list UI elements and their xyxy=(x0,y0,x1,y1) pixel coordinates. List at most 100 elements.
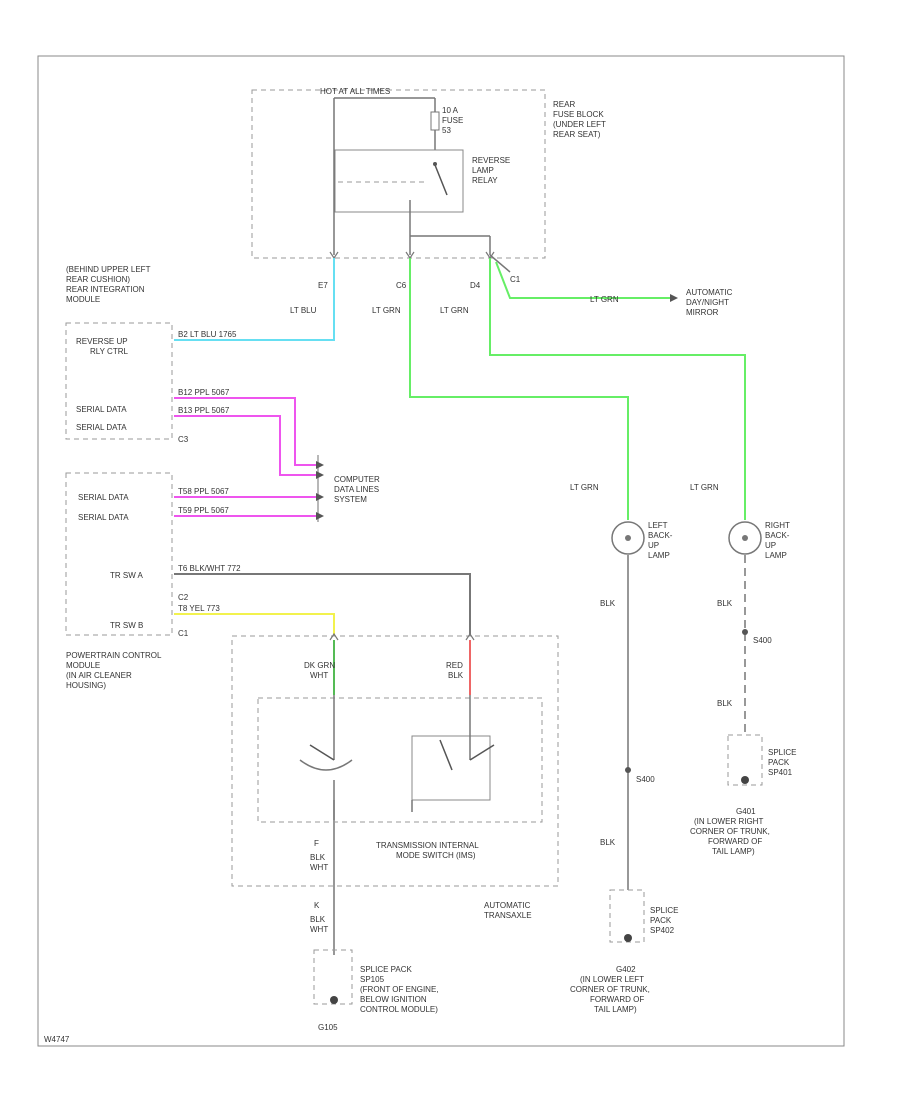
right-lamp-blk-2: BLK xyxy=(717,699,733,708)
pin-d4-label: D4 xyxy=(470,281,481,290)
rim-serial-data-1: SERIAL DATA xyxy=(76,405,127,414)
pin-dk-grn-connector xyxy=(329,632,339,641)
mode-switch-right-contact-icon xyxy=(439,739,453,771)
wire-ppl-rim-serial-1 xyxy=(174,397,316,466)
pin-red-connector xyxy=(465,632,475,641)
pcm-connector-c1: C1 xyxy=(178,629,189,638)
mode-switch-right-blade-icon xyxy=(469,744,495,761)
right-lamp-blk: BLK xyxy=(717,599,733,608)
g105-label: G105 xyxy=(318,1023,338,1032)
diagram-frame xyxy=(37,55,845,1047)
d4-wire-color: LT GRN xyxy=(440,306,469,315)
pcm-connector-c2: C2 xyxy=(178,593,189,602)
left-lamp-filament-icon xyxy=(625,535,631,541)
data-arrow-icon-3 xyxy=(316,493,324,501)
g402-ground-icon xyxy=(624,934,632,942)
mirror-wire-color: LT GRN xyxy=(590,295,619,304)
pin-f-label: F xyxy=(314,839,319,848)
data-arrow-icon-1 xyxy=(316,461,324,469)
pcm-serial-1-wire-label: T58 PPL 5067 xyxy=(178,487,229,496)
trs-a-wire-label: T6 BLK/WHT 772 xyxy=(178,564,241,573)
mode-switch-left-icon xyxy=(299,759,353,771)
footer-code: W4747 xyxy=(44,1035,70,1044)
wire-lt-grn-left-lamp xyxy=(409,258,629,520)
pcm-trs-b-label: TR SW B xyxy=(110,621,143,630)
mode-switch-outline xyxy=(257,697,543,823)
sp105-outline xyxy=(313,949,353,1005)
right-lamp-wire-color: LT GRN xyxy=(690,483,719,492)
pcm-outline xyxy=(65,472,173,636)
left-lamp-blk: BLK xyxy=(600,599,616,608)
data-arrow-icon-2 xyxy=(316,471,324,479)
sp401-outline xyxy=(727,734,763,786)
relay-c1-link xyxy=(489,254,511,273)
left-lamp-wire-color: LT GRN xyxy=(570,483,599,492)
fuse-block-outline xyxy=(251,89,546,259)
left-s400-splice-dot xyxy=(625,767,631,773)
trs-b-wire-label: T8 YEL 773 xyxy=(178,604,220,613)
mode-switch-left-blade-icon xyxy=(309,744,335,761)
wire-layer xyxy=(174,258,746,955)
g105-ground-icon xyxy=(330,996,338,1004)
wire-label-layer: B2 LT BLU 1765 B12 PPL 5067 B13 PPL 5067… xyxy=(178,295,772,847)
right-lamp-filament-icon xyxy=(742,535,748,541)
transaxle-outline xyxy=(231,635,559,887)
fuse-icon xyxy=(430,111,440,131)
rim-serial-data-2: SERIAL DATA xyxy=(76,423,127,432)
rim-serial-1-wire-label: B12 PPL 5067 xyxy=(178,388,230,397)
c6-wire-color: LT GRN xyxy=(372,306,401,315)
right-s400-label: S400 xyxy=(753,636,772,645)
powertrain-control-module: SERIAL DATA SERIAL DATA TR SW A C2 TR SW… xyxy=(65,472,189,690)
pcm-serial-data-1: SERIAL DATA xyxy=(78,493,129,502)
wire-yel-trs-b xyxy=(174,613,335,636)
hot-at-all-times-label: HOT AT ALL TIMES xyxy=(320,87,390,96)
right-s400-splice-dot xyxy=(742,629,748,635)
wire-lt-blu-reverse xyxy=(174,258,335,341)
mirror-arrow-icon xyxy=(670,294,678,302)
rim-outline xyxy=(65,322,173,440)
left-s400-label: S400 xyxy=(636,775,655,784)
reverse-lamp-relay-outline xyxy=(334,149,464,213)
left-lamp-blk-2: BLK xyxy=(600,838,616,847)
pin-k-label: K xyxy=(314,901,320,910)
e7-wire-color: LT BLU xyxy=(290,306,317,315)
wire-blk-wht-trs-a xyxy=(174,573,471,636)
pcm-serial-2-wire-label: T59 PPL 5067 xyxy=(178,506,229,515)
pcm-serial-data-2: SERIAL DATA xyxy=(78,513,129,522)
rim-serial-2-wire-label: B13 PPL 5067 xyxy=(178,406,230,415)
pcm-trs-a-label: TR SW A xyxy=(110,571,144,580)
data-arrow-icon-4 xyxy=(316,512,324,520)
pin-c6-label: C6 xyxy=(396,281,407,290)
pin-e7-label: E7 xyxy=(318,281,328,290)
mode-switch-right-frame xyxy=(411,735,491,801)
rim-connector-label: C3 xyxy=(178,435,189,444)
